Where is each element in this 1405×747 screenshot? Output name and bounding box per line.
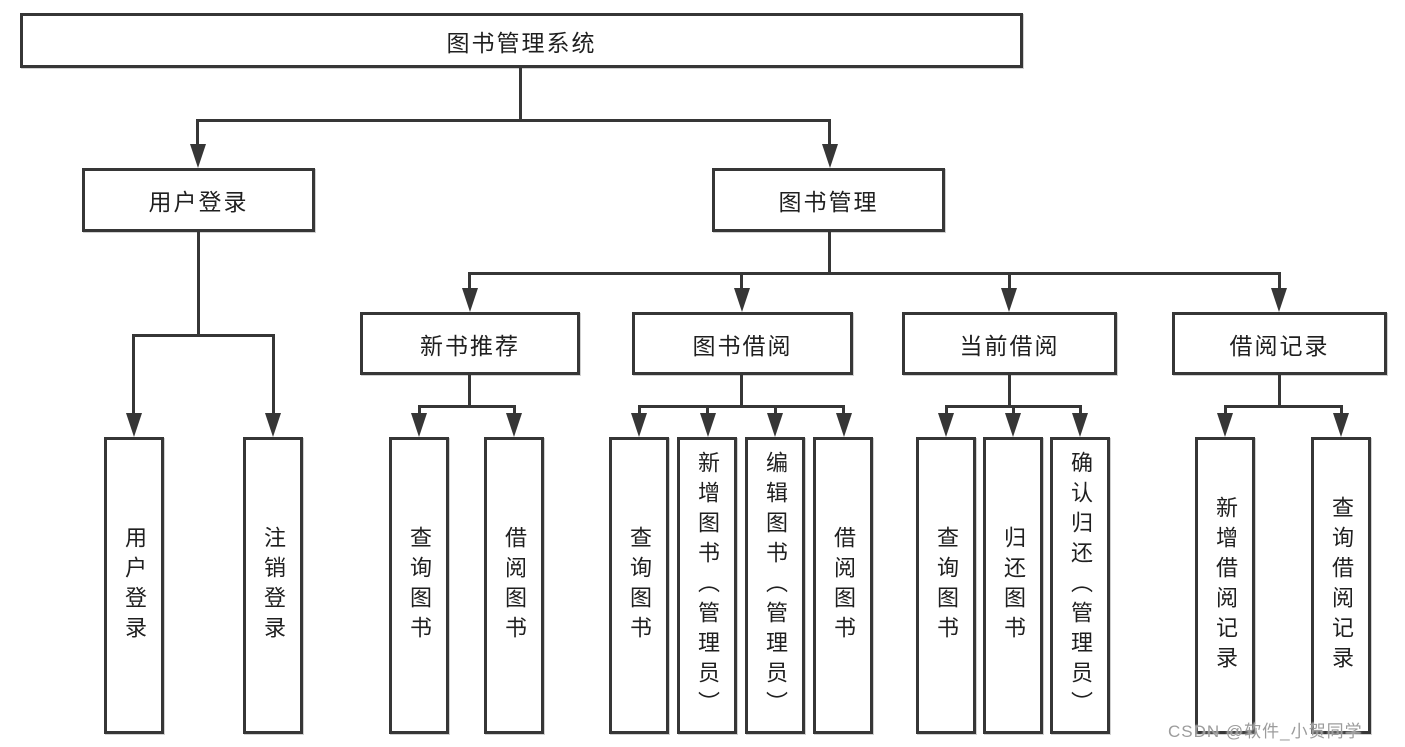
connector-line (1278, 272, 1281, 292)
arrow-down-icon (822, 144, 838, 168)
connector-line (1278, 373, 1281, 408)
leaf-label: 查询图书 (407, 525, 432, 646)
leaf-label: 借阅图书 (502, 525, 527, 646)
leaf-recommend-query-book: 查询图书 (389, 437, 449, 734)
connector-line (1224, 405, 1227, 417)
node-label: 借阅记录 (1229, 332, 1330, 359)
node-label: 新书推荐 (420, 332, 520, 359)
leaf-label: 确认归还（管理员） (1068, 450, 1093, 721)
leaf-record-add: 新增借阅记录 (1195, 437, 1255, 734)
connector-line (132, 334, 135, 416)
arrow-down-icon (1005, 413, 1021, 437)
leaf-borrow-borrow-book: 借阅图书 (813, 437, 873, 734)
connector-line (197, 229, 200, 336)
connector-line (272, 334, 275, 416)
leaf-label: 新增借阅记录 (1213, 495, 1238, 676)
leaf-label: 新增图书（管理员） (695, 450, 720, 721)
node-book-management: 图书管理 (712, 168, 945, 232)
node-current-borrow: 当前借阅 (902, 312, 1117, 375)
node-label: 图书管理系统 (446, 29, 597, 56)
leaf-logout: 注销登录 (243, 437, 303, 734)
connector-line (196, 119, 831, 122)
connector-line (513, 405, 516, 417)
leaf-label: 编辑图书（管理员） (763, 450, 788, 721)
connector-line (706, 405, 709, 417)
leaf-recommend-borrow-book: 借阅图书 (484, 437, 544, 734)
leaf-label: 查询图书 (934, 525, 959, 646)
connector-line (418, 405, 421, 417)
arrow-down-icon (700, 413, 716, 437)
leaf-label: 注销登录 (261, 525, 286, 646)
connector-line (1012, 405, 1015, 417)
connector-line (828, 229, 831, 275)
node-new-book-recommend: 新书推荐 (360, 312, 580, 375)
connector-line (638, 405, 641, 417)
arrow-down-icon (190, 144, 206, 168)
connector-line (1008, 373, 1011, 408)
connector-line (1224, 405, 1342, 408)
connector-line (196, 119, 199, 148)
connector-line (740, 373, 743, 408)
connector-line (1340, 405, 1343, 417)
arrow-down-icon (938, 413, 954, 437)
node-root: 图书管理系统 (20, 13, 1023, 68)
leaf-current-confirm-return: 确认归还（管理员） (1050, 437, 1110, 734)
node-label: 当前借阅 (959, 332, 1060, 359)
leaf-borrow-query-book: 查询图书 (609, 437, 669, 734)
leaf-current-return-book: 归还图书 (983, 437, 1043, 734)
connector-line (1008, 272, 1011, 292)
connector-line (740, 272, 743, 292)
arrow-down-icon (411, 413, 427, 437)
node-user-login: 用户登录 (82, 168, 315, 232)
leaf-label: 借阅图书 (831, 525, 856, 646)
connector-line (468, 272, 1281, 275)
leaf-label: 用户登录 (122, 525, 147, 646)
connector-line (828, 119, 831, 148)
leaf-user-login: 用户登录 (104, 437, 164, 734)
arrow-down-icon (1333, 413, 1349, 437)
node-borrow-record: 借阅记录 (1172, 312, 1387, 375)
leaf-label: 归还图书 (1001, 525, 1026, 646)
leaf-borrow-add-book: 新增图书（管理员） (677, 437, 737, 734)
connector-line (945, 405, 948, 417)
node-label: 图书管理 (778, 189, 879, 215)
arrow-down-icon (836, 413, 852, 437)
arrow-down-icon (1001, 288, 1017, 312)
node-label: 用户登录 (148, 189, 249, 215)
leaf-label: 查询借阅记录 (1329, 495, 1354, 676)
connector-line (132, 334, 275, 337)
arrow-down-icon (631, 413, 647, 437)
arrow-down-icon (265, 413, 281, 437)
arrow-down-icon (462, 288, 478, 312)
connector-line (418, 405, 516, 408)
connector-line (774, 405, 777, 417)
arrow-down-icon (734, 288, 750, 312)
arrow-down-icon (126, 413, 142, 437)
connector-line (842, 405, 845, 417)
leaf-label: 查询图书 (627, 525, 652, 646)
leaf-borrow-edit-book: 编辑图书（管理员） (745, 437, 805, 734)
connector-line (1079, 405, 1082, 417)
node-book-borrow: 图书借阅 (632, 312, 853, 375)
connector-line (468, 272, 471, 292)
arrow-down-icon (767, 413, 783, 437)
leaf-current-query-book: 查询图书 (916, 437, 976, 734)
connector-line (468, 373, 471, 408)
connector-line (519, 66, 522, 121)
arrow-down-icon (506, 413, 522, 437)
arrow-down-icon (1271, 288, 1287, 312)
leaf-record-query: 查询借阅记录 (1311, 437, 1371, 734)
arrow-down-icon (1072, 413, 1088, 437)
watermark-text: CSDN @软件_小贺同学 (1168, 722, 1363, 741)
arrow-down-icon (1217, 413, 1233, 437)
connector-line (638, 405, 845, 408)
node-label: 图书借阅 (692, 332, 793, 359)
